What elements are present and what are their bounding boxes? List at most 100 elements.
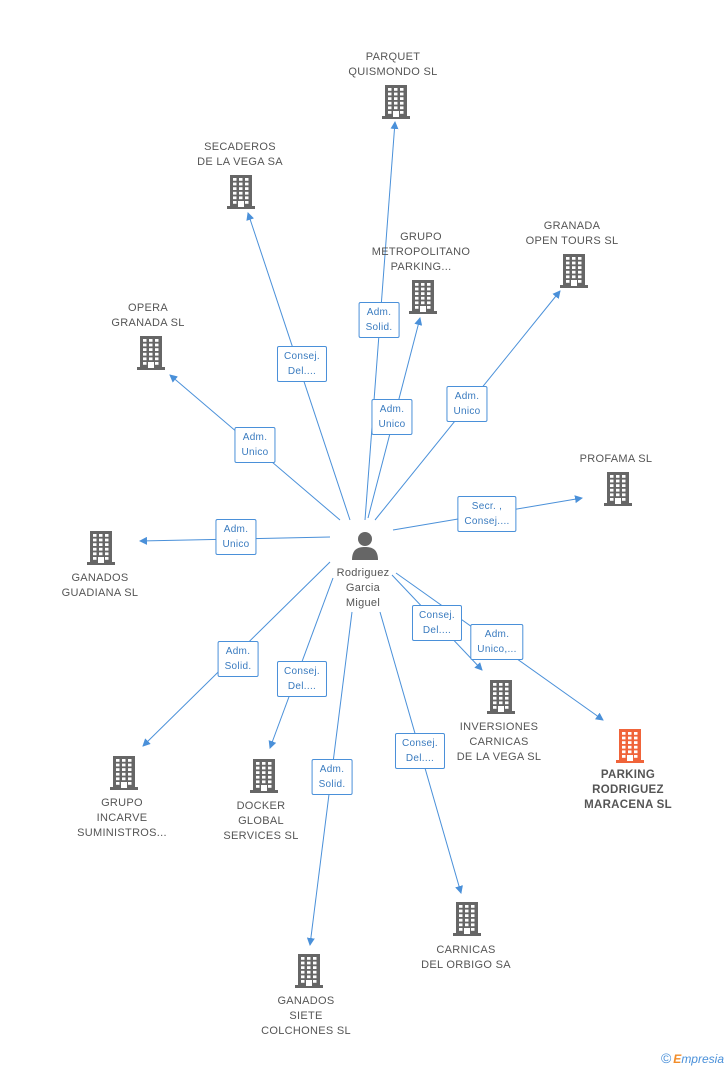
company-label-line: GRANADA SL bbox=[111, 317, 185, 329]
building-icon[interactable] bbox=[616, 729, 644, 768]
brand-initial: E bbox=[673, 1052, 682, 1066]
relation-line: Solid. bbox=[365, 322, 393, 333]
company-label-parquet[interactable]: PARQUET QUISMONDO SL bbox=[313, 50, 473, 80]
relation-line: Adm. bbox=[242, 432, 268, 443]
relation-badge-inversiones[interactable]: Consej. Del.... bbox=[411, 605, 463, 641]
company-label-line: INVERSIONES bbox=[459, 721, 539, 733]
company-label-line: SECADEROS bbox=[204, 141, 276, 153]
company-label-line: GANADOS bbox=[71, 572, 129, 584]
company-label-line: CARNICAS bbox=[436, 944, 496, 956]
company-label-line: GLOBAL bbox=[238, 815, 284, 827]
relation-line: Consej. bbox=[418, 610, 456, 621]
relation-line: Unico bbox=[453, 406, 481, 417]
building-icon[interactable] bbox=[409, 280, 437, 319]
company-label-line: PARKING bbox=[600, 769, 656, 781]
building-icon[interactable] bbox=[487, 680, 515, 719]
company-label-opera[interactable]: OPERA GRANADA SL bbox=[68, 301, 228, 331]
building-icon[interactable] bbox=[453, 902, 481, 941]
building-icon[interactable] bbox=[604, 472, 632, 511]
company-label-line: DE LA VEGA SA bbox=[197, 156, 283, 168]
relation-line: Consej. bbox=[283, 666, 321, 677]
building-icon[interactable] bbox=[110, 756, 138, 795]
company-label-carnicas-orbigo[interactable]: CARNICAS DEL ORBIGO SA bbox=[386, 943, 546, 973]
company-label-line: GUADIANA SL bbox=[61, 587, 139, 599]
company-label-line: GRUPO bbox=[400, 231, 442, 243]
relation-line: Adm. bbox=[484, 629, 510, 640]
relation-line: Unico bbox=[222, 539, 250, 550]
company-label-line: OPERA bbox=[127, 302, 168, 314]
company-label-line: GRANADA bbox=[543, 220, 601, 232]
relation-badge-grupo-incarve[interactable]: Adm. Solid. bbox=[217, 641, 259, 677]
company-label-line: OPEN TOURS SL bbox=[525, 235, 619, 247]
building-icon[interactable] bbox=[137, 336, 165, 375]
company-label-line: SERVICES SL bbox=[223, 830, 299, 842]
company-label-line: GANADOS bbox=[277, 995, 335, 1007]
company-label-ganados-guadiana[interactable]: GANADOS GUADIANA SL bbox=[20, 571, 180, 601]
company-label-grupo-incarve[interactable]: GRUPO INCARVE SUMINISTROS... bbox=[42, 796, 202, 841]
company-label-line: DOCKER bbox=[236, 800, 286, 812]
company-label-docker[interactable]: DOCKER GLOBAL SERVICES SL bbox=[181, 799, 341, 844]
company-label-line: PARKING... bbox=[390, 261, 452, 273]
company-label-line: COLCHONES SL bbox=[261, 1025, 351, 1037]
relation-line: Adm. bbox=[366, 307, 392, 318]
relation-badge-ganados-siete[interactable]: Adm. Solid. bbox=[311, 759, 353, 795]
company-label-secaderos[interactable]: SECADEROS DE LA VEGA SA bbox=[160, 140, 320, 170]
relation-line: Consej. bbox=[401, 738, 439, 749]
relation-badge-opera[interactable]: Adm.Unico bbox=[234, 427, 276, 463]
relation-line: Del.... bbox=[287, 681, 317, 692]
relation-line: Del.... bbox=[422, 625, 452, 636]
relation-line: Del.... bbox=[405, 753, 435, 764]
center-name-line: Miguel bbox=[345, 597, 381, 609]
company-label-grupo-metro[interactable]: GRUPO METROPOLITANO PARKING... bbox=[341, 230, 501, 275]
relation-line: Consej.... bbox=[464, 516, 510, 527]
relation-badge-profama[interactable]: Secr. ,Consej.... bbox=[457, 496, 517, 532]
building-icon[interactable] bbox=[560, 254, 588, 293]
relation-line: Adm. bbox=[319, 764, 345, 775]
relation-line: Consej. bbox=[283, 351, 321, 362]
relation-badge-granada-tours[interactable]: Adm. Unico bbox=[446, 386, 488, 422]
company-label-line: METROPOLITANO bbox=[371, 246, 471, 258]
relation-badge-carnicas-orbigo[interactable]: Consej. Del.... bbox=[394, 733, 446, 769]
company-label-line: QUISMONDO SL bbox=[348, 66, 438, 78]
building-icon[interactable] bbox=[227, 175, 255, 214]
company-label-granada-tours[interactable]: GRANADA OPEN TOURS SL bbox=[492, 219, 652, 249]
footer-brand: ©Empresia bbox=[661, 1050, 724, 1066]
building-icon[interactable] bbox=[382, 85, 410, 124]
relation-line: Adm. bbox=[223, 524, 249, 535]
company-label-parking-rodriguez[interactable]: PARKING RODRIGUEZ MARACENA SL bbox=[548, 768, 708, 813]
relation-line: Solid. bbox=[318, 779, 346, 790]
relation-line: Adm. bbox=[225, 646, 251, 657]
brand-name: mpresia bbox=[681, 1052, 724, 1066]
relation-line: Unico,... bbox=[477, 644, 517, 655]
building-icon[interactable] bbox=[250, 759, 278, 798]
relation-badge-ganados-guadiana[interactable]: Adm. Unico bbox=[215, 519, 257, 555]
company-label-line: MARACENA SL bbox=[584, 799, 672, 811]
company-label-line: SUMINISTROS... bbox=[77, 827, 167, 839]
relation-line: Adm. bbox=[379, 404, 405, 415]
building-icon[interactable] bbox=[87, 531, 115, 570]
company-label-ganados-siete[interactable]: GANADOS SIETE COLCHONES SL bbox=[226, 994, 386, 1039]
person-icon[interactable] bbox=[350, 530, 380, 565]
relation-badge-secaderos[interactable]: Consej. Del.... bbox=[276, 346, 328, 382]
relation-line: Adm. bbox=[454, 391, 480, 402]
relation-line: Del.... bbox=[287, 366, 317, 377]
relation-badge-parking-rodriguez[interactable]: Adm. Unico,... bbox=[470, 624, 524, 660]
relation-badge-grupo-metro[interactable]: Adm.Unico bbox=[371, 399, 413, 435]
company-label-line: GRUPO bbox=[101, 797, 143, 809]
center-person-name[interactable]: Rodriguez Garcia Miguel bbox=[313, 566, 413, 611]
company-label-line: PARQUET bbox=[365, 51, 421, 63]
center-name-line: Rodriguez bbox=[336, 567, 390, 579]
company-label-inversiones[interactable]: INVERSIONES CARNICAS DE LA VEGA SL bbox=[419, 720, 579, 765]
relation-badge-docker[interactable]: Consej. Del.... bbox=[276, 661, 328, 697]
company-label-line: DEL ORBIGO SA bbox=[421, 959, 511, 971]
copyright-symbol: © bbox=[660, 1050, 672, 1066]
relation-badge-parquet[interactable]: Adm. Solid. bbox=[358, 302, 400, 338]
company-label-line: SIETE bbox=[289, 1010, 323, 1022]
building-icon[interactable] bbox=[295, 954, 323, 993]
company-label-line: INCARVE bbox=[96, 812, 148, 824]
company-label-line: DE LA VEGA SL bbox=[456, 751, 542, 763]
company-label-line: RODRIGUEZ bbox=[592, 784, 664, 796]
relation-line: Solid. bbox=[224, 661, 252, 672]
company-label-line: CARNICAS bbox=[469, 736, 529, 748]
company-label-profama[interactable]: PROFAMA SL bbox=[536, 452, 696, 467]
